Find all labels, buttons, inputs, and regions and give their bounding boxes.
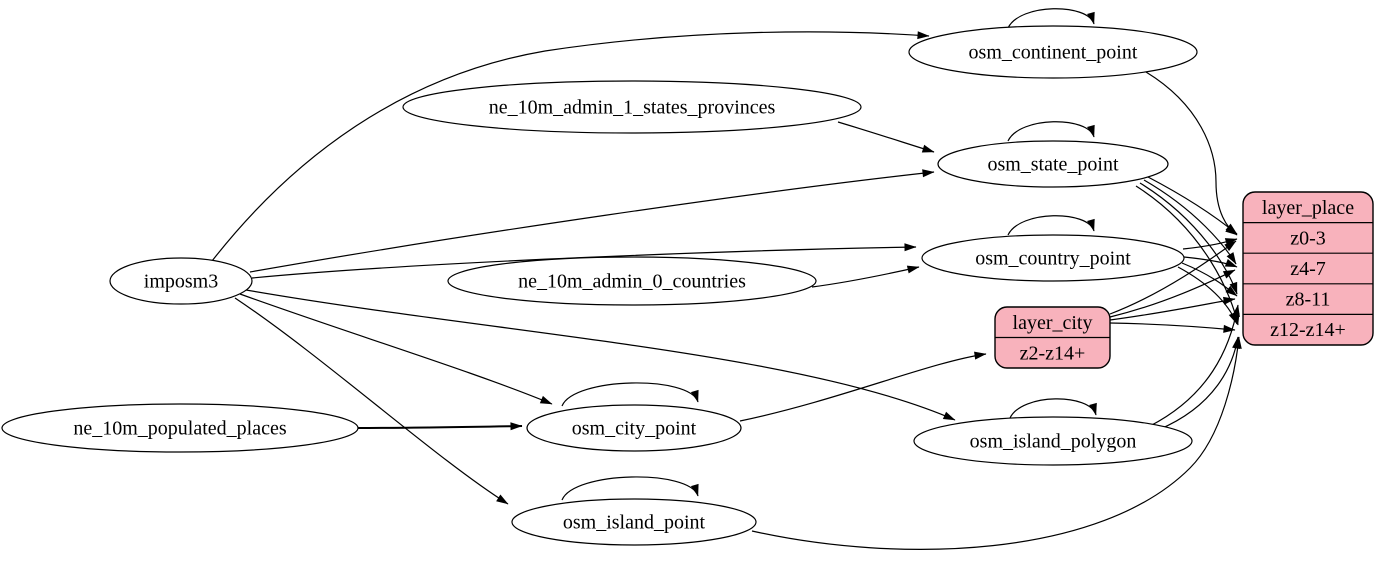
edge-selfloop-osm_country_point [1007,215,1095,236]
edge-layer_city-to-layer_place.z12-z14+ [1109,322,1236,333]
node-label-osm_continent_point: osm_continent_point [969,42,1138,64]
edge-osm_country_point-to-layer_place.z4-7 [1183,256,1238,268]
edge-ne_10m_populated_places-to-osm_city_point [356,422,523,431]
node-osm_continent_point: osm_continent_point [908,25,1198,79]
edge-selfloop-osm_island_polygon [1009,398,1097,419]
edge-imposm3-to-osm_state_point [249,169,935,273]
edge-osm_country_point-to-layer_place.z0-3 [1182,238,1238,250]
edge-osm_country_point-to-layer_place.z8-11 [1181,262,1238,297]
edge-ne_10m_admin_0_countries-to-osm_country_point [811,265,920,288]
node-osm_country_point: osm_country_point [921,234,1185,282]
node-label-osm_city_point: osm_city_point [572,418,697,440]
node-shape-osm_continent_point [908,25,1198,79]
node-shape-ne_10m_admin_1_states_provinces [402,80,862,134]
edge-osm_state_point-to-layer_place.z0-3 [1147,176,1238,235]
node-osm_island_polygon: osm_island_polygon [913,416,1193,466]
node-label-osm_island_polygon: osm_island_polygon [970,431,1137,453]
edge-selfloop-osm_island_point [561,476,699,501]
record-row-layer_city-z2-z14+: z2-z14+ [1020,342,1086,364]
edge-imposm3-to-osm_continent_point [211,31,930,262]
node-shape-ne_10m_admin_0_countries [447,256,817,306]
edge-osm_city_point-to-layer_city.z2-z14+ [739,351,987,422]
node-shape-osm_island_point [511,498,757,546]
node-label-imposm3: imposm3 [144,271,218,293]
edge-selfloop-osm_state_point [1007,121,1095,142]
record-title-layer_place-layer_place: layer_place [1262,197,1354,219]
edge-layer_city-to-layer_place.z8-11 [1109,296,1236,321]
edge-imposm3-to-osm_island_polygon [245,289,956,421]
edge-osm_state_point-to-layer_place.z8-11 [1139,182,1238,295]
node-shape-osm_island_polygon [913,416,1193,466]
node-label-ne_10m_admin_0_countries: ne_10m_admin_0_countries [518,271,746,293]
node-label-osm_state_point: osm_state_point [987,154,1119,176]
edge-selfloop-osm_city_point [561,382,699,407]
node-osm_state_point: osm_state_point [937,140,1169,188]
node-shape-imposm3 [109,257,253,305]
nodes-layer: imposm3 ne_10m_admin_1_states_provincesne… [1,25,1198,546]
record-row-layer_place-z0-3: z0-3 [1290,227,1326,249]
records-layer: layer_place z0-3 z4-7 z8-11 z12-z14+ layer_ci… [994,191,1374,369]
record-row-layer_place-z8-11: z8-11 [1286,289,1331,311]
edge-layer_city-to-layer_place.z0-3 [1109,240,1237,315]
node-osm_island_point: osm_island_point [511,498,757,546]
edge-selfloop-osm_continent_point [1007,8,1095,29]
record-title-layer_city-layer_city: layer_city [1013,312,1093,334]
node-label-osm_country_point: osm_country_point [975,248,1131,270]
edge-osm_state_point-to-layer_place.z4-7 [1143,179,1237,265]
node-shape-osm_state_point [937,140,1169,188]
record-layer_city: layer_city z2-z14+ [994,306,1111,369]
record-row-layer_place-z12-z14+: z12-z14+ [1270,319,1346,341]
node-osm_city_point: osm_city_point [526,404,742,452]
edges-layer [211,8,1242,550]
edge-osm_continent_point-to-layer_place.z0-3 [1145,71,1238,236]
node-label-ne_10m_populated_places: ne_10m_populated_places [73,418,286,440]
node-shape-osm_city_point [526,404,742,452]
node-label-ne_10m_admin_1_states_provinces: ne_10m_admin_1_states_provinces [489,97,776,119]
record-shape-layer_place [1242,191,1374,346]
edge-osm_island_point-to-layer_place.z12-z14+ [751,336,1242,550]
edge-imposm3-to-osm_island_point [234,297,509,505]
record-layer_place: layer_place z0-3 z4-7 z8-11 z12-z14+ [1242,191,1374,346]
node-imposm3: imposm3 [109,257,253,305]
node-label-osm_island_point: osm_island_point [563,512,706,534]
record-row-layer_place-z4-7: z4-7 [1290,258,1326,280]
edge-imposm3-to-osm_city_point [239,293,553,405]
edge-osm_island_polygon-to-layer_place.z8-11 [1149,304,1240,427]
node-ne_10m_populated_places: ne_10m_populated_places [1,403,359,453]
edge-osm_island_polygon-to-layer_place.z12-z14+ [1157,336,1240,431]
edge-ne_10m_admin_1_states_provinces-to-osm_state_point [837,121,935,153]
node-ne_10m_admin_0_countries: ne_10m_admin_0_countries [447,256,817,306]
node-ne_10m_admin_1_states_provinces: ne_10m_admin_1_states_provinces [402,80,862,134]
node-shape-osm_country_point [921,234,1185,282]
node-shape-ne_10m_populated_places [1,403,359,453]
